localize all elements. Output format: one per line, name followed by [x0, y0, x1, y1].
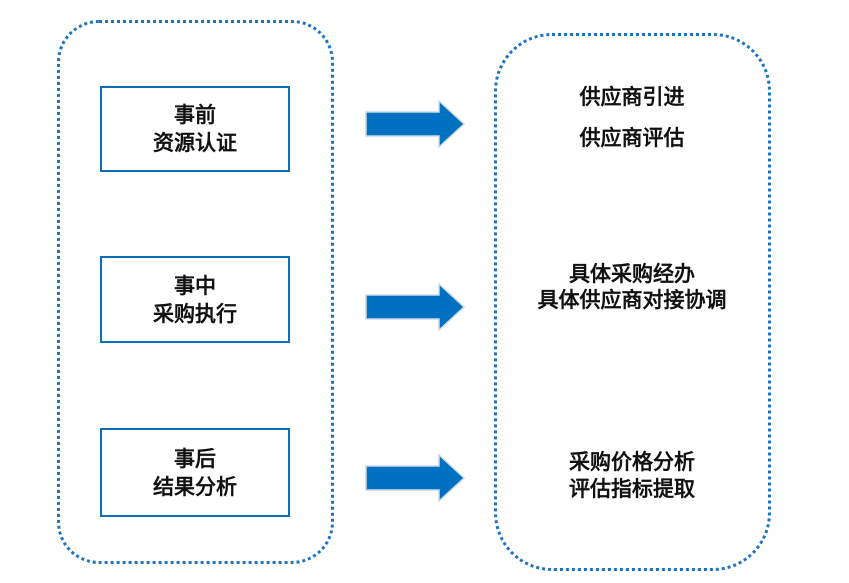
output-line: 评估指标提取: [569, 477, 695, 501]
stages-group-container: [57, 20, 334, 564]
output-group-analysis: 采购价格分析 评估指标提取: [497, 449, 767, 503]
arrow-right-icon: [365, 283, 465, 331]
output-group-supplier: 供应商引进 供应商评估: [497, 77, 767, 159]
stage-box-pre-event: 事前 资源认证: [100, 86, 290, 172]
outputs-group-container: [494, 33, 771, 571]
stage-box-line2: 采购执行: [153, 301, 237, 326]
output-line: 供应商引进: [579, 85, 685, 109]
output-line: 采购价格分析: [569, 450, 695, 474]
output-line: 供应商评估: [579, 126, 685, 150]
stage-box-line1: 事后: [174, 446, 216, 471]
stage-box-line2: 结果分析: [153, 474, 237, 499]
stage-box-line1: 事中: [174, 273, 216, 298]
stage-box-line1: 事前: [174, 103, 216, 127]
arrow-right-icon: [365, 454, 465, 502]
stage-box-post-event: 事后 结果分析: [100, 428, 290, 517]
output-group-execution: 具体采购经办 具体供应商对接协调: [497, 261, 767, 313]
output-line: 具体采购经办: [569, 262, 695, 286]
arrow-right-icon: [365, 100, 465, 148]
stage-box-in-process: 事中 采购执行: [100, 256, 290, 343]
output-line: 具体供应商对接协调: [537, 288, 727, 312]
stage-box-line2: 资源认证: [153, 131, 237, 155]
